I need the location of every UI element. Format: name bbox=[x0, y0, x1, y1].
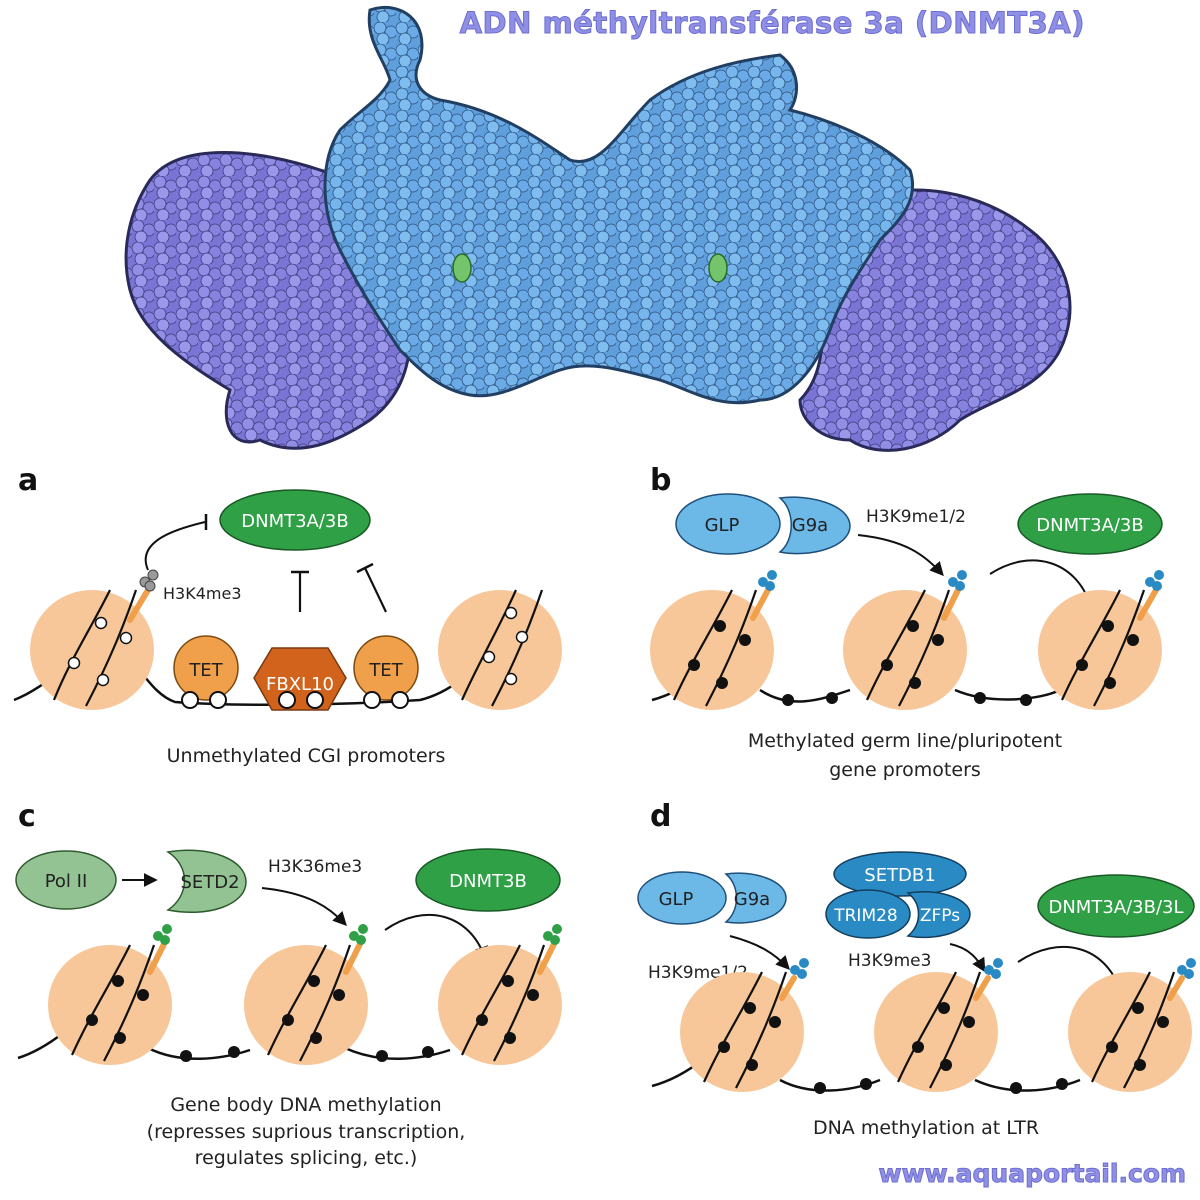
panel-c-nucleosome-3 bbox=[438, 945, 562, 1065]
panel-c-caption-line2: (represses suprious transcription, bbox=[147, 1121, 466, 1143]
panel-a-letter: a bbox=[18, 463, 38, 498]
protein-blue-central-domain bbox=[323, 5, 915, 405]
panel-d-letter: d bbox=[650, 799, 671, 834]
svg-text:TET: TET bbox=[188, 660, 223, 681]
panel-c-letter: c bbox=[18, 799, 36, 834]
panel-b-glp-node: GLP bbox=[675, 493, 781, 555]
panel-b-dnmt-node: DNMT3A/3B bbox=[1017, 493, 1163, 555]
panel-a-dnmt-node: DNMT3A/3B bbox=[219, 489, 371, 551]
panel-d-trim28-node: TRIM28 bbox=[825, 889, 911, 939]
page-title: ADN méthyltransférase 3a (DNMT3A) bbox=[459, 6, 1085, 41]
panel-a: a H3K4me3 DNMT3A/3B bbox=[13, 463, 562, 767]
panel-d-nucleosome-3 bbox=[1068, 972, 1192, 1092]
panel-d: d GLP G9a H3K9me1/2 SETDB1 TRIM28 ZFPs H… bbox=[637, 799, 1196, 1139]
active-site-right bbox=[708, 253, 728, 283]
panel-a-fbxl10-node: FBXL10 bbox=[253, 647, 347, 711]
svg-text:SETDB1: SETDB1 bbox=[864, 865, 935, 886]
svg-text:TRIM28: TRIM28 bbox=[833, 906, 898, 926]
svg-text:DNMT3B: DNMT3B bbox=[449, 871, 527, 892]
panel-d-nucleosome-1 bbox=[680, 972, 804, 1092]
protein-structure bbox=[124, 5, 1072, 452]
panel-a-mark-label: H3K4me3 bbox=[163, 584, 242, 603]
panel-c-pol-node: Pol II bbox=[15, 850, 117, 910]
panel-b-caption-line1: Methylated germ line/pluripotent bbox=[748, 730, 1062, 752]
panel-a-nucleosome-left bbox=[30, 590, 154, 710]
svg-text:TET: TET bbox=[368, 660, 403, 681]
svg-text:G9a: G9a bbox=[792, 515, 828, 536]
svg-text:G9a: G9a bbox=[734, 889, 770, 910]
svg-text:DNMT3A/3B: DNMT3A/3B bbox=[1036, 515, 1143, 536]
panel-d-glp-node: GLP bbox=[637, 871, 727, 925]
panel-c-nucleosome-1 bbox=[48, 945, 172, 1065]
active-site-left bbox=[452, 253, 472, 283]
panel-c-setd2-node: SETD2 bbox=[165, 849, 247, 914]
panel-b-g9a-node: G9a bbox=[778, 496, 851, 555]
svg-text:FBXL10: FBXL10 bbox=[266, 674, 334, 695]
panel-d-nucleosome-2 bbox=[874, 972, 998, 1092]
panel-c-caption-line1: Gene body DNA methylation bbox=[170, 1094, 441, 1116]
panel-c-dnmt-node: DNMT3B bbox=[415, 848, 561, 912]
panel-b-mark-label: H3K9me1/2 bbox=[866, 507, 966, 527]
svg-text:ZFPs: ZFPs bbox=[920, 906, 960, 926]
panel-c-caption-line3: regulates splicing, etc.) bbox=[195, 1147, 418, 1169]
panel-a-tet-node-1: TET bbox=[173, 635, 239, 709]
panel-b-letter: b bbox=[650, 463, 671, 498]
panel-d-caption: DNA methylation at LTR bbox=[813, 1117, 1039, 1139]
panel-b: b GLP G9a H3K9me1/2 DNMT3A/3B bbox=[650, 463, 1164, 781]
watermark: www.aquaportail.com bbox=[878, 1159, 1187, 1189]
panel-a-h3k4me3-mark bbox=[139, 569, 159, 592]
panel-a-tet-node-2: TET bbox=[353, 635, 419, 709]
panel-d-g9a-node: G9a bbox=[724, 872, 787, 924]
panel-b-nucleosome-3 bbox=[1038, 590, 1162, 710]
panel-b-nucleosome-2 bbox=[843, 590, 967, 710]
svg-text:DNMT3A/3B/3L: DNMT3A/3B/3L bbox=[1048, 897, 1183, 918]
panel-d-mark2-label: H3K9me3 bbox=[848, 951, 931, 971]
svg-text:Pol II: Pol II bbox=[45, 871, 88, 892]
svg-text:GLP: GLP bbox=[705, 515, 740, 536]
panel-a-caption: Unmethylated CGI promoters bbox=[167, 745, 446, 767]
panel-c-nucleosome-2 bbox=[244, 945, 368, 1065]
panel-d-zfps-node: ZFPs bbox=[906, 891, 971, 939]
panel-b-caption-line2: gene promoters bbox=[829, 759, 981, 781]
panel-c-mark-label: H3K36me3 bbox=[268, 857, 362, 877]
svg-text:DNMT3A/3B: DNMT3A/3B bbox=[241, 511, 348, 532]
panel-b-nucleosome-1 bbox=[650, 590, 774, 710]
panel-d-setdb1-node: SETDB1 bbox=[833, 851, 967, 897]
svg-text:GLP: GLP bbox=[659, 889, 694, 910]
panel-d-dnmt-node: DNMT3A/3B/3L bbox=[1037, 874, 1195, 938]
panel-c: c Pol II SETD2 H3K36me3 DNMT3B bbox=[15, 799, 562, 1169]
svg-text:SETD2: SETD2 bbox=[180, 872, 239, 893]
